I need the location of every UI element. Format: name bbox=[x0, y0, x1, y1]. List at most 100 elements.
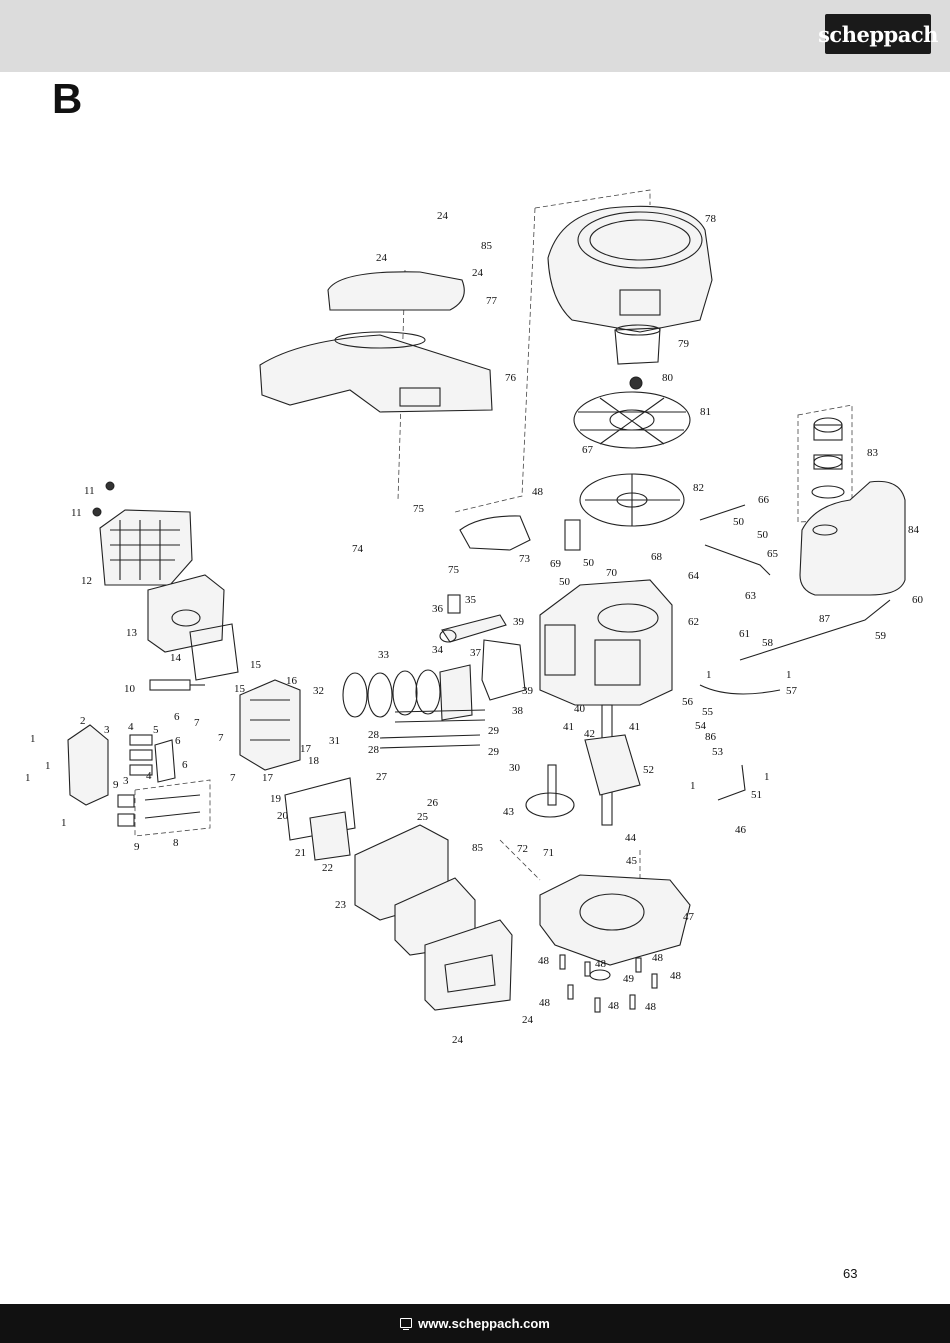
callout-label: 6 bbox=[174, 711, 180, 723]
callout-label: 14 bbox=[170, 652, 182, 664]
callout-label: 71 bbox=[543, 847, 554, 859]
footer-band: www.scheppach.com bbox=[0, 1304, 950, 1343]
top-cover-drawing bbox=[327, 271, 465, 311]
crankcase-drawing bbox=[539, 579, 673, 706]
blower-housing-drawing bbox=[547, 205, 713, 333]
callout-label: 5 bbox=[153, 724, 159, 736]
section-letter: B bbox=[52, 75, 83, 122]
fuel-tank-drawing bbox=[799, 480, 906, 596]
push-rods-drawing bbox=[379, 709, 486, 749]
muffler-guard-drawing bbox=[92, 481, 193, 586]
callout-label: 50 bbox=[559, 576, 571, 588]
callout-label: 48 bbox=[670, 970, 682, 982]
callout-label: 53 bbox=[712, 746, 724, 758]
callout-label: 11 bbox=[84, 485, 95, 497]
callout-label: 25 bbox=[417, 811, 429, 823]
callout-label: 47 bbox=[683, 911, 695, 923]
callout-label: 10 bbox=[124, 683, 136, 695]
callout-label: 35 bbox=[465, 594, 477, 606]
callout-label: 65 bbox=[767, 548, 779, 560]
callout-label: 1 bbox=[30, 733, 36, 745]
muffler-drawing bbox=[147, 574, 225, 653]
callout-label: 24 bbox=[376, 252, 388, 264]
callout-label: 39 bbox=[513, 616, 525, 628]
callout-label: 15 bbox=[250, 659, 262, 671]
rocker-springs-drawing bbox=[129, 734, 176, 783]
callout-label: 48 bbox=[532, 486, 544, 498]
ignition-coil-drawing bbox=[459, 515, 581, 551]
page-number: 63 bbox=[843, 1266, 858, 1281]
callout-label: 27 bbox=[376, 771, 388, 783]
callout-label: 8 bbox=[173, 837, 179, 849]
callout-label: 48 bbox=[652, 952, 664, 964]
callout-label: 20 bbox=[277, 810, 289, 822]
callout-label: 85 bbox=[481, 240, 493, 252]
callout-label: 42 bbox=[584, 728, 595, 740]
callout-label: 83 bbox=[867, 447, 879, 459]
footer-url[interactable]: www.scheppach.com bbox=[418, 1316, 550, 1331]
callout-label: 9 bbox=[113, 779, 119, 791]
callout-label: 11 bbox=[71, 507, 82, 519]
callout-label: 48 bbox=[538, 955, 550, 967]
callout-label: 82 bbox=[693, 482, 704, 494]
callout-label: 24 bbox=[437, 210, 449, 222]
callout-label: 3 bbox=[123, 775, 129, 787]
callout-label: 44 bbox=[625, 832, 637, 844]
callout-label: 7 bbox=[218, 732, 224, 744]
callout-label: 33 bbox=[378, 649, 390, 661]
callout-label: 76 bbox=[505, 372, 517, 384]
callout-label: 72 bbox=[517, 843, 528, 855]
callout-label: 52 bbox=[643, 764, 654, 776]
callout-label: 48 bbox=[595, 958, 607, 970]
air-filter-cover-drawing bbox=[424, 919, 513, 1011]
callout-label: 54 bbox=[695, 720, 707, 732]
callout-label: 39 bbox=[522, 685, 534, 697]
camshaft-drawing bbox=[525, 764, 575, 818]
callout-label: 9 bbox=[134, 841, 140, 853]
callout-label: 34 bbox=[432, 644, 444, 656]
callout-label: 1 bbox=[61, 817, 67, 829]
callout-label: 66 bbox=[758, 494, 770, 506]
callout-label: 81 bbox=[700, 406, 711, 418]
callout-label: 29 bbox=[488, 746, 500, 758]
spark-plug-drawing bbox=[149, 679, 205, 691]
carburetor-drawing bbox=[284, 777, 356, 861]
callout-label: 69 bbox=[550, 558, 562, 570]
magnet-plate-drawing bbox=[579, 473, 685, 527]
callout-label: 74 bbox=[352, 543, 364, 555]
head-gasket-drawing bbox=[481, 639, 526, 701]
callout-label: 4 bbox=[128, 721, 134, 733]
callout-label: 24 bbox=[452, 1034, 464, 1046]
callout-label: 41 bbox=[563, 721, 574, 733]
callout-label: 75 bbox=[448, 564, 460, 576]
screen-cup-drawing bbox=[614, 324, 661, 365]
callout-label: 50 bbox=[733, 516, 745, 528]
footer-link[interactable]: www.scheppach.com bbox=[400, 1316, 550, 1331]
callout-label: 79 bbox=[678, 338, 690, 350]
callout-label: 70 bbox=[606, 567, 618, 579]
callout-label: 55 bbox=[702, 706, 714, 718]
callout-label: 68 bbox=[651, 551, 663, 563]
callout-label: 1 bbox=[786, 669, 792, 681]
callout-labels: 24 85 24 24 78 77 76 79 80 81 67 83 82 8… bbox=[25, 210, 924, 1046]
callout-label: 51 bbox=[751, 789, 762, 801]
callout-label: 50 bbox=[757, 529, 769, 541]
callout-label: 63 bbox=[745, 590, 757, 602]
callout-label: 17 bbox=[262, 772, 274, 784]
callout-label: 56 bbox=[682, 696, 694, 708]
callout-label: 48 bbox=[645, 1001, 657, 1013]
monitor-icon bbox=[400, 1317, 413, 1330]
oil-sump-drawing bbox=[539, 874, 691, 966]
rocker-arms-drawing bbox=[117, 779, 211, 837]
flywheel-drawing bbox=[573, 376, 691, 449]
callout-label: 32 bbox=[313, 685, 324, 697]
callout-label: 85 bbox=[472, 842, 484, 854]
governor-linkage-drawing bbox=[699, 504, 891, 801]
exploded-parts-diagram: 24 85 24 24 78 77 76 79 80 81 67 83 82 8… bbox=[25, 189, 924, 1046]
heat-shield-drawing bbox=[189, 623, 239, 681]
callout-label: 26 bbox=[427, 797, 439, 809]
callout-label: 29 bbox=[488, 725, 500, 737]
callout-label: 87 bbox=[819, 613, 831, 625]
callout-label: 28 bbox=[368, 744, 380, 756]
callout-label: 28 bbox=[368, 729, 380, 741]
